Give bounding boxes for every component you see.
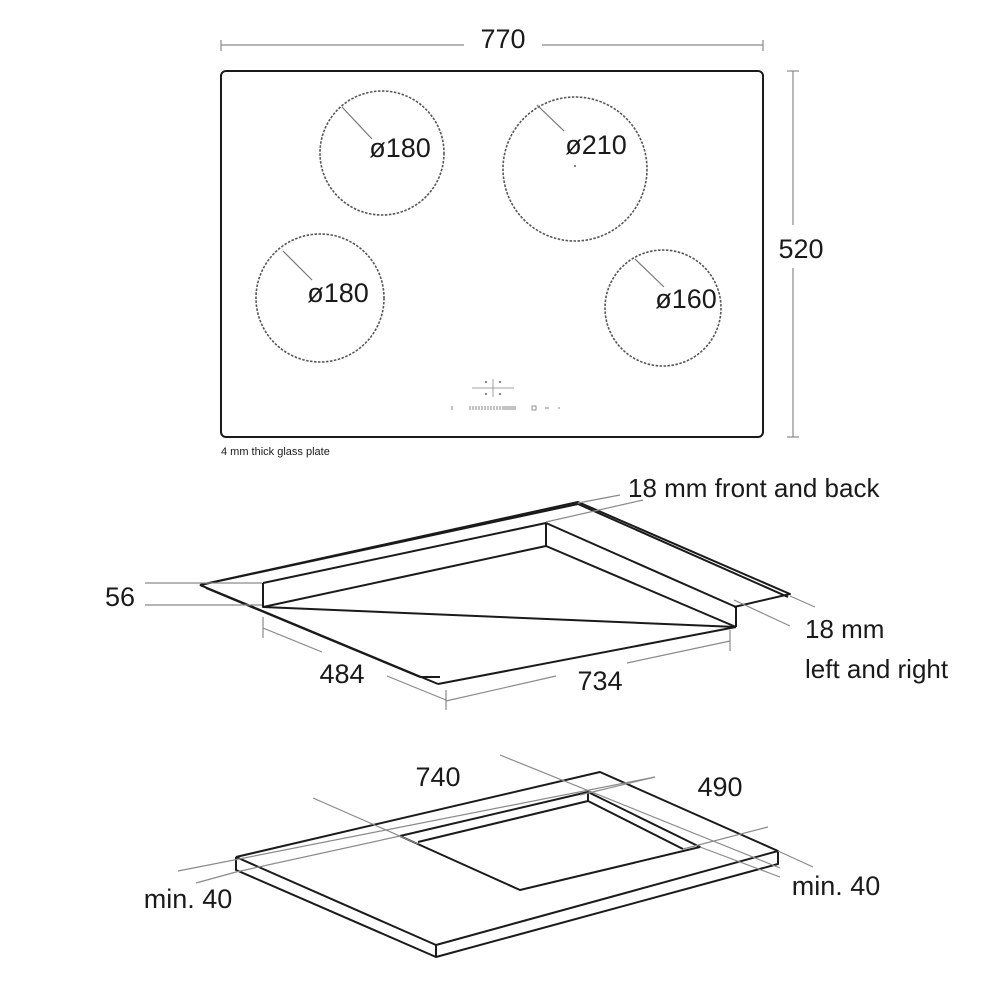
slider-control [451, 406, 516, 410]
zone-front-left: ø180 [255, 233, 385, 363]
svg-text:ø180: ø180 [307, 278, 369, 308]
zone-rear-left: ø180 [319, 90, 445, 216]
cutout-depth-label: 490 [697, 772, 742, 802]
cutout-width-label: 740 [415, 762, 460, 792]
zone-front-right: ø160 [604, 249, 722, 367]
height-label: 56 [105, 582, 135, 612]
depth-label-484: 484 [319, 659, 364, 689]
min-left-label: min. 40 [144, 884, 233, 914]
depth-label: 520 [778, 234, 823, 264]
side-view: 56 484 734 18 mm front and back 18 mm le… [105, 473, 949, 710]
svg-text:ø160: ø160 [655, 284, 717, 314]
front-back-label: 18 mm front and back [628, 473, 880, 503]
left-right-label-2: left and right [805, 654, 949, 684]
depth-dimension: 520 [778, 70, 824, 438]
top-view: 770 520 ø180 ø210 ø180 [220, 24, 824, 458]
svg-text:ø210: ø210 [565, 130, 627, 160]
control-panel [451, 379, 560, 411]
glass-plate [220, 70, 764, 438]
glass-note: 4 mm thick glass plate [221, 446, 330, 458]
width-dimension: 770 [220, 24, 764, 54]
cutout-view: 740 490 min. 40 min. 40 [144, 754, 881, 958]
zone-rear-right: ø210 [502, 96, 648, 242]
left-right-label-1: 18 mm [805, 614, 884, 644]
timer-icon [531, 405, 537, 411]
width-label: 770 [480, 24, 525, 54]
svg-text:ø180: ø180 [369, 133, 431, 163]
min-right-label: min. 40 [792, 871, 881, 901]
width-label-734: 734 [577, 666, 622, 696]
